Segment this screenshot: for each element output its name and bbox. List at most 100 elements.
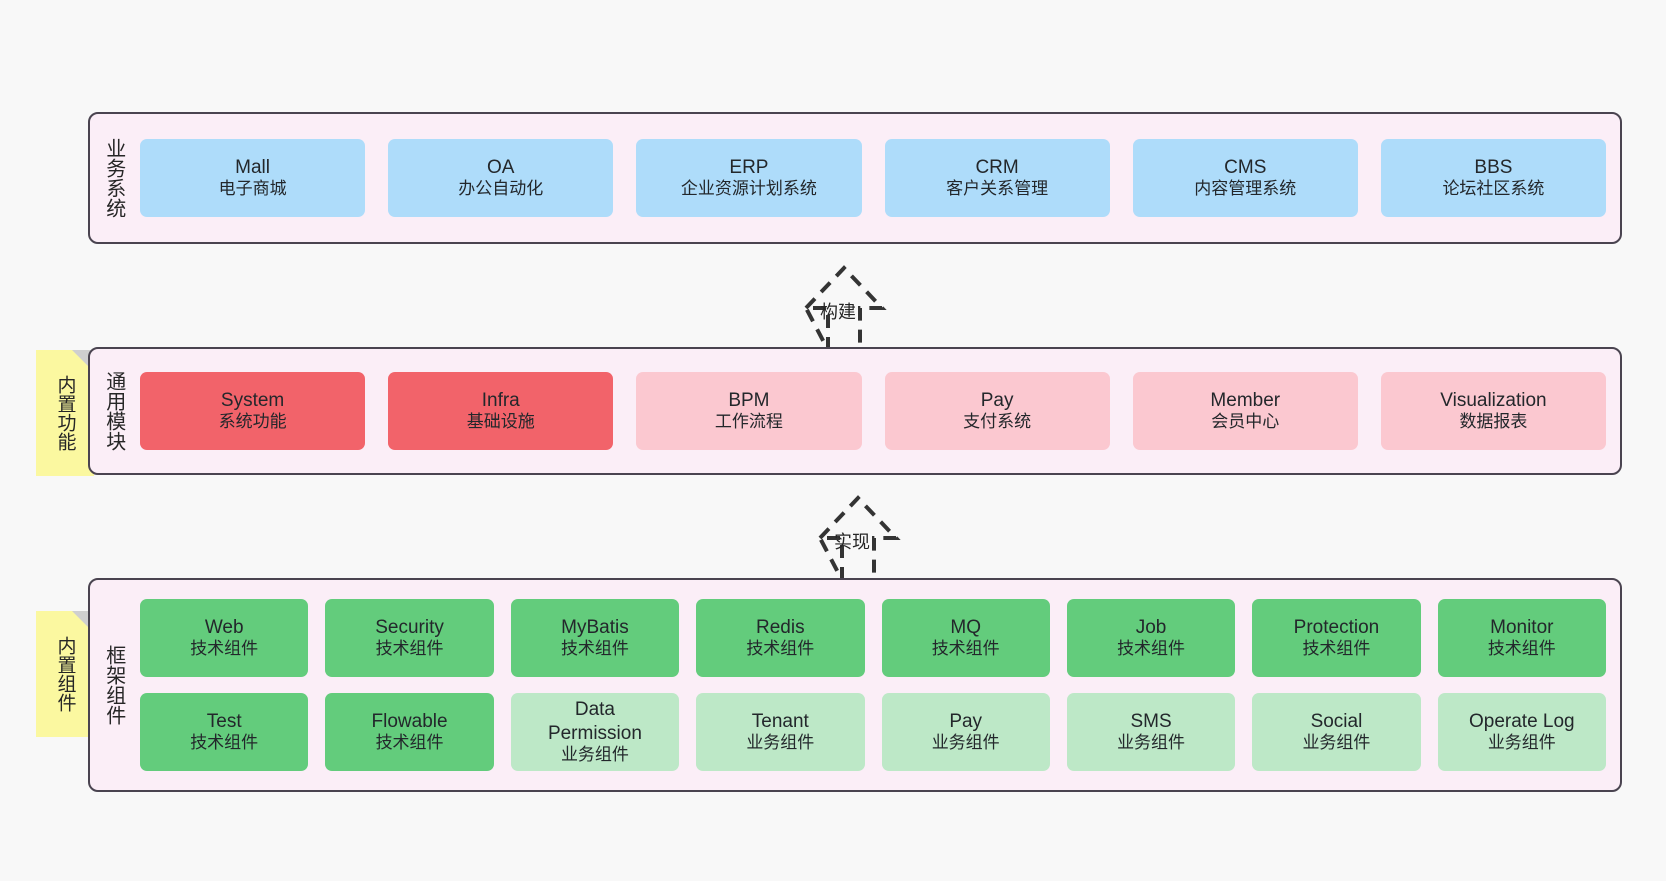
component-name: Tenant: [751, 711, 809, 733]
component-name: MQ: [950, 617, 981, 639]
component-card-monitor[interactable]: Monitor 技术组件: [1437, 599, 1606, 677]
component-card-social[interactable]: Social 业务组件: [1252, 693, 1421, 771]
module-card-erp[interactable]: ERP 企业资源计划系统: [636, 139, 862, 217]
module-card-system[interactable]: System 系统功能: [140, 372, 366, 450]
component-card-operate-log[interactable]: Operate Log 业务组件: [1437, 693, 1606, 771]
component-subtitle: 业务组件: [1487, 733, 1556, 753]
sticky-note-builtin-feature: 内置功能: [36, 350, 94, 476]
component-card-sms[interactable]: SMS 业务组件: [1066, 693, 1236, 771]
sticky-note-label: 内置功能: [54, 375, 76, 451]
layer-title-business-system: 业务系统: [102, 138, 125, 218]
dashed-arrow-shape: [802, 265, 887, 351]
component-name: Pay: [949, 711, 983, 733]
module-card-visualization[interactable]: Visualization 数据报表: [1380, 372, 1607, 450]
component-subtitle: 业务组件: [931, 733, 1000, 753]
module-card-oa[interactable]: OA 办公自动化: [388, 139, 614, 217]
layer-business-system: 业务系统 Mall 电子商城 OA 办公自动化 ERP 企业资源计划系统 CRM…: [88, 112, 1622, 244]
sticky-note-label: 内置组件: [54, 636, 76, 712]
component-subtitle: 技术组件: [746, 639, 815, 659]
component-name: Monitor: [1490, 617, 1554, 639]
module-card-bbs[interactable]: BBS 论坛社区系统: [1380, 139, 1607, 217]
component-name: Job: [1135, 617, 1167, 639]
component-name: Flowable: [371, 711, 448, 733]
module-subtitle: 内容管理系统: [1194, 179, 1297, 199]
layer-title-common-module: 通用模块: [102, 371, 125, 451]
component-card-tenant[interactable]: Tenant 业务组件: [696, 693, 865, 771]
module-name: Mall: [235, 157, 270, 179]
component-subtitle: 技术组件: [375, 733, 444, 753]
module-subtitle: 会员中心: [1211, 412, 1280, 432]
layer-framework-component: 框架组件 Web 技术组件 Security 技术组件 MyBatis 技术组件…: [88, 578, 1622, 792]
component-card-data-permission[interactable]: Data Permission 业务组件: [510, 693, 680, 771]
module-card-pay[interactable]: Pay 支付系统: [884, 372, 1110, 450]
layer-body-business-system: Mall 电子商城 OA 办公自动化 ERP 企业资源计划系统 CRM 客户关系…: [136, 114, 1620, 242]
component-card-pay[interactable]: Pay 业务组件: [881, 693, 1050, 771]
module-card-bpm[interactable]: BPM 工作流程: [636, 372, 862, 450]
module-card-cms[interactable]: CMS 内容管理系统: [1132, 139, 1358, 217]
connector-label-build: 构建: [820, 302, 856, 322]
row: Mall 电子商城 OA 办公自动化 ERP 企业资源计划系统 CRM 客户关系…: [140, 139, 1607, 217]
layer-body-common-module: System 系统功能 Infra 基础设施 BPM 工作流程 Pay 支付系统…: [136, 349, 1620, 473]
module-name: Pay: [980, 390, 1014, 412]
component-name: Data Permission: [547, 699, 642, 744]
module-subtitle: 系统功能: [218, 412, 287, 432]
module-card-mall[interactable]: Mall 电子商城: [140, 139, 366, 217]
component-subtitle: 技术组件: [190, 639, 259, 659]
module-subtitle: 客户关系管理: [946, 179, 1049, 199]
component-name: Operate Log: [1468, 711, 1575, 733]
component-card-mybatis[interactable]: MyBatis 技术组件: [510, 599, 680, 677]
component-card-web[interactable]: Web 技术组件: [140, 599, 309, 677]
layer-body-framework-component: Web 技术组件 Security 技术组件 MyBatis 技术组件 Redi…: [136, 580, 1620, 790]
module-name: Visualization: [1440, 390, 1547, 412]
component-name: Social: [1310, 711, 1363, 733]
component-card-protection[interactable]: Protection 技术组件: [1252, 599, 1421, 677]
module-card-crm[interactable]: CRM 客户关系管理: [884, 139, 1110, 217]
module-subtitle: 论坛社区系统: [1442, 179, 1545, 199]
connector-label-implement: 实现: [834, 532, 870, 552]
component-subtitle: 技术组件: [1487, 639, 1556, 659]
component-subtitle: 业务组件: [1117, 733, 1186, 753]
component-subtitle: 技术组件: [931, 639, 1000, 659]
component-subtitle: 业务组件: [746, 733, 815, 753]
row: System 系统功能 Infra 基础设施 BPM 工作流程 Pay 支付系统…: [140, 372, 1607, 450]
connector-build: 构建: [756, 262, 906, 351]
dashed-arrow-shape: [816, 495, 901, 581]
sticky-note-builtin-component: 内置组件: [36, 611, 94, 737]
module-subtitle: 数据报表: [1459, 412, 1528, 432]
module-subtitle: 企业资源计划系统: [680, 179, 817, 199]
module-card-infra[interactable]: Infra 基础设施: [388, 372, 614, 450]
row: Test 技术组件 Flowable 技术组件 Data Permission …: [140, 693, 1606, 771]
layer-common-module: 通用模块 System 系统功能 Infra 基础设施 BPM 工作流程 Pay…: [88, 347, 1622, 475]
module-card-member[interactable]: Member 会员中心: [1132, 372, 1358, 450]
module-name: CMS: [1224, 157, 1267, 179]
module-name: System: [220, 390, 285, 412]
component-card-redis[interactable]: Redis 技术组件: [696, 599, 865, 677]
module-name: ERP: [729, 157, 769, 179]
layer-title-framework-component: 框架组件: [102, 645, 125, 725]
component-card-job[interactable]: Job 技术组件: [1066, 599, 1236, 677]
component-subtitle: 业务组件: [560, 744, 629, 764]
component-name: SMS: [1130, 711, 1172, 733]
module-name: BPM: [728, 390, 770, 412]
module-subtitle: 办公自动化: [458, 179, 544, 199]
module-subtitle: 工作流程: [714, 412, 783, 432]
module-name: BBS: [1474, 157, 1513, 179]
connector-implement: 实现: [770, 492, 920, 581]
component-name: Redis: [756, 617, 805, 639]
row: Web 技术组件 Security 技术组件 MyBatis 技术组件 Redi…: [140, 599, 1606, 677]
module-name: OA: [487, 157, 515, 179]
component-card-flowable[interactable]: Flowable 技术组件: [325, 693, 494, 771]
component-name: MyBatis: [561, 617, 629, 639]
module-subtitle: 支付系统: [963, 412, 1032, 432]
component-name: Protection: [1293, 617, 1380, 639]
component-card-security[interactable]: Security 技术组件: [325, 599, 494, 677]
component-card-mq[interactable]: MQ 技术组件: [881, 599, 1050, 677]
component-name: Web: [204, 617, 244, 639]
module-subtitle: 电子商城: [218, 179, 287, 199]
module-subtitle: 基础设施: [466, 412, 535, 432]
component-card-test[interactable]: Test 技术组件: [140, 693, 309, 771]
module-name: Infra: [481, 390, 520, 412]
module-name: Member: [1210, 390, 1281, 412]
component-name: Test: [206, 711, 242, 733]
